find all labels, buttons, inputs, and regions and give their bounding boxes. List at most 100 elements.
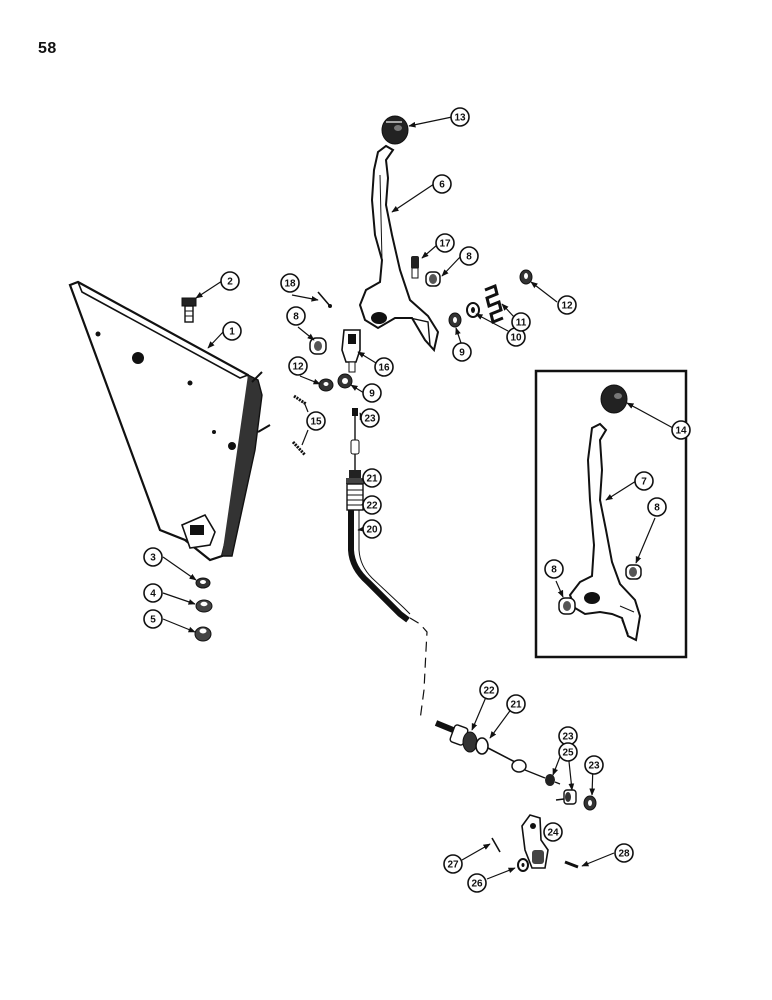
- mounting-plate: [68, 280, 271, 562]
- callout-label: 6: [439, 180, 445, 191]
- callout-label: 11: [516, 318, 527, 329]
- callout-c21a: 21: [362, 468, 382, 488]
- callouts: 1234567888899101112121314151617182021212…: [143, 107, 691, 893]
- callout-label: 27: [447, 860, 459, 871]
- callout-label: 16: [378, 363, 390, 374]
- callout-label: 24: [547, 828, 559, 839]
- bolt: [181, 297, 197, 323]
- bushing-8-left: [309, 337, 327, 355]
- callout-c28: 28: [614, 843, 634, 863]
- washer-10: [466, 302, 480, 318]
- callout-c22a: 22: [362, 495, 382, 515]
- callout-label: 12: [292, 362, 304, 373]
- nut-3: [195, 577, 211, 589]
- callout-c8a: 8: [459, 246, 479, 266]
- callout-label: 8: [654, 503, 660, 514]
- callout-c21b: 21: [506, 694, 526, 714]
- callout-label: 3: [150, 553, 156, 564]
- callout-c13: 13: [450, 107, 470, 127]
- inset-box: [534, 369, 688, 659]
- callout-label: 21: [366, 474, 378, 485]
- spring-11: [484, 283, 504, 325]
- callout-label: 20: [366, 525, 378, 536]
- nut-4: [195, 599, 213, 613]
- callout-c14: 14: [671, 420, 691, 440]
- callout-c12b: 12: [288, 356, 308, 376]
- callout-c2: 2: [220, 271, 240, 291]
- nut-9-lower: [337, 373, 353, 389]
- callout-c8b: 8: [286, 306, 306, 326]
- callout-label: 12: [561, 301, 573, 312]
- callout-c24: 24: [543, 822, 563, 842]
- callout-c26: 26: [467, 873, 487, 893]
- callout-c5: 5: [143, 609, 163, 629]
- callout-label: 22: [483, 686, 495, 697]
- callout-label: 2: [227, 277, 233, 288]
- callout-label: 7: [641, 477, 647, 488]
- pin-28: [564, 860, 579, 869]
- callout-label: 1: [229, 327, 235, 338]
- callout-label: 18: [284, 279, 296, 290]
- callout-c12a: 12: [557, 295, 577, 315]
- callout-label: 5: [150, 615, 156, 626]
- callout-c15: 15: [306, 411, 326, 431]
- callout-c23c: 23: [584, 755, 604, 775]
- callout-label: 8: [293, 312, 299, 323]
- nut-5: [194, 626, 212, 642]
- connector-25: [555, 789, 577, 805]
- callout-label: 15: [310, 417, 322, 428]
- callout-c8d: 8: [544, 559, 564, 579]
- cotter-27: [491, 837, 501, 853]
- callout-c27: 27: [443, 854, 463, 874]
- callout-c4: 4: [143, 583, 163, 603]
- callout-c3: 3: [143, 547, 163, 567]
- knob-13: [381, 115, 409, 145]
- callout-label: 13: [454, 113, 466, 124]
- callout-label: 14: [675, 426, 687, 437]
- callout-c20: 20: [362, 519, 382, 539]
- callout-label: 23: [562, 732, 574, 743]
- callout-c18: 18: [280, 273, 300, 293]
- callout-label: 22: [366, 501, 378, 512]
- callout-c11: 11: [511, 312, 531, 332]
- callout-c17: 17: [435, 233, 455, 253]
- callout-label: 21: [510, 700, 522, 711]
- clevis-16: [341, 329, 361, 373]
- washer-26: [517, 858, 529, 872]
- callout-c8c: 8: [647, 497, 667, 517]
- pins-15: [291, 394, 307, 457]
- callout-c9b: 9: [362, 383, 382, 403]
- cable-upper: [346, 408, 428, 721]
- arm-24: [521, 814, 549, 869]
- callout-label: 8: [466, 252, 472, 263]
- callout-label: 10: [510, 333, 522, 344]
- cotter-pin-18: [317, 291, 332, 308]
- callout-label: 4: [150, 589, 156, 600]
- callout-c7: 7: [634, 471, 654, 491]
- nut-23-lower: [583, 795, 597, 811]
- cable-lower: [434, 720, 561, 786]
- callout-c1: 1: [222, 321, 242, 341]
- callout-label: 9: [369, 389, 375, 400]
- callout-label: 23: [588, 761, 600, 772]
- callout-c25: 25: [558, 742, 578, 762]
- callout-label: 8: [551, 565, 557, 576]
- callout-label: 28: [618, 849, 630, 860]
- nut-9-upper: [448, 312, 462, 328]
- nut-12-lower: [318, 378, 334, 392]
- callout-c6: 6: [432, 174, 452, 194]
- callout-c9a: 9: [452, 342, 472, 362]
- lever-6: [358, 144, 440, 353]
- callout-c16: 16: [374, 357, 394, 377]
- nut-12-upper: [519, 269, 533, 285]
- callout-c23a: 23: [360, 408, 380, 428]
- callout-label: 26: [471, 879, 483, 890]
- callout-label: 25: [562, 748, 574, 759]
- pin-17: [411, 256, 419, 279]
- callout-label: 9: [459, 348, 465, 359]
- callout-label: 17: [439, 239, 451, 250]
- page-number: 58: [38, 40, 57, 57]
- callout-c22b: 22: [479, 680, 499, 700]
- bushing-8-upper: [425, 271, 441, 287]
